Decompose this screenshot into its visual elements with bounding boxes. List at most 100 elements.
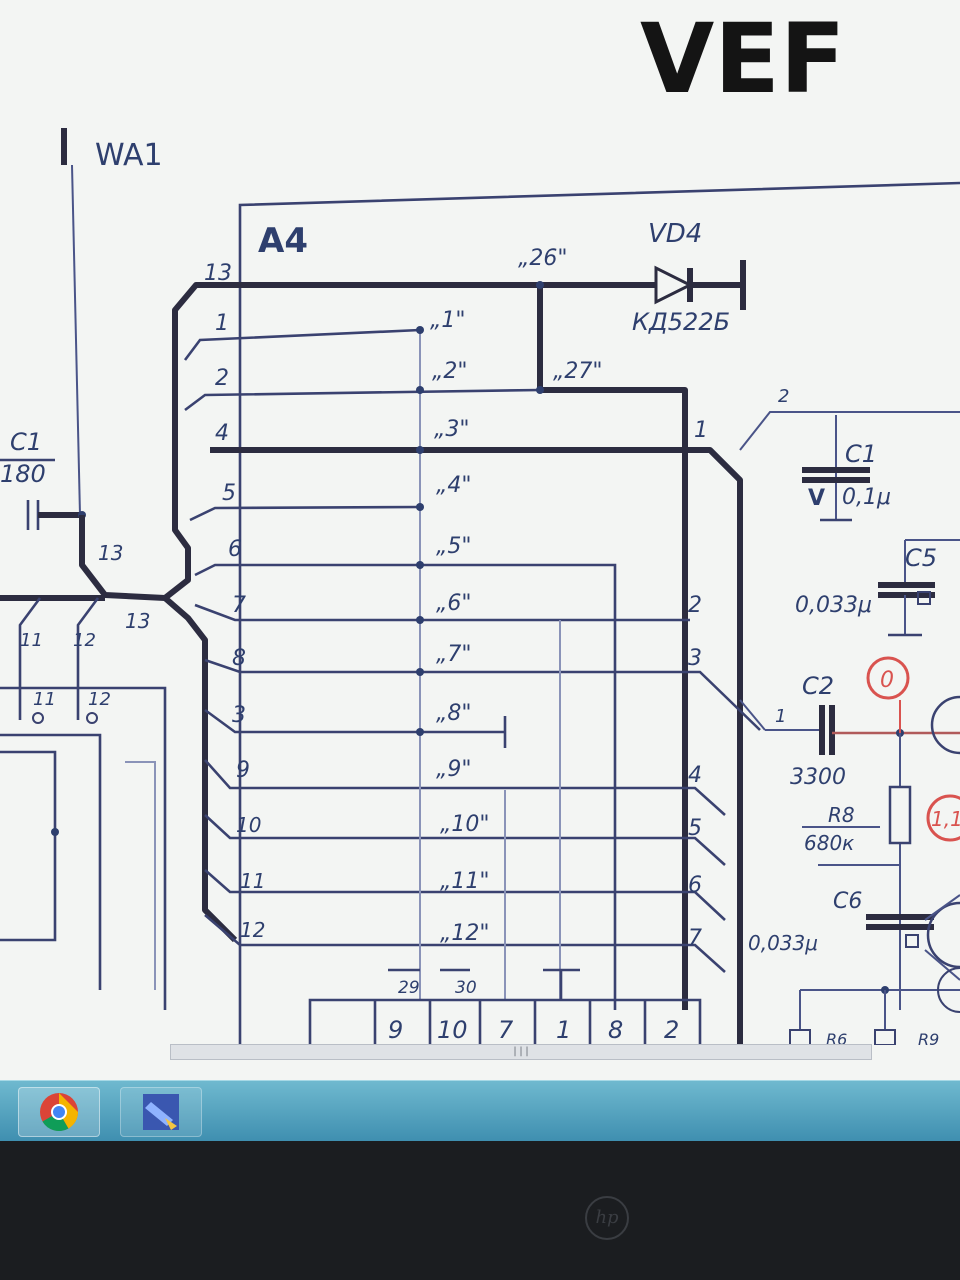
contact-nodes [416,281,544,736]
left-pin-labels: 13 1 2 4 5 6 7 8 3 9 10 11 12 [204,261,265,942]
jumper-top-label: „26" [518,246,568,271]
connector-pin: 7 [498,1016,514,1044]
chrome-icon [40,1093,79,1132]
pin-label: 3 [688,646,702,671]
pin-11b-label: 11 [33,689,56,710]
left-components: C1 180 13 13 11 12 11 12 [0,428,167,1010]
contact-label: „3" [434,417,470,442]
connector-pin: 2 [664,1016,679,1044]
marker-circle [926,794,960,842]
monitor-logo: hp [585,1196,629,1240]
marker-circle [866,656,910,700]
schematic-diagram: VEF WA1 A4 VD4 КД522Б „26" „27" [0,3,960,1045]
pin-row [184,388,541,412]
pin-row [204,658,761,731]
connector-outline [308,998,702,1045]
connector-pin: 8 [608,1016,623,1044]
c1-left-ref: C1 [10,428,42,456]
contact-label: „7" [436,642,472,667]
contact-node [416,386,424,394]
node-13-label: 13 [98,541,123,565]
diode-part: КД522Б [632,308,730,336]
taskbar-viewer-button[interactable] [120,1087,202,1137]
horizontal-scrollbar[interactable]: ||| [170,1044,872,1060]
pin-row [204,869,726,921]
block-label: A4 [258,221,308,261]
pin-rows [183,328,761,1010]
pin-label: 1 [215,311,229,336]
page-title: VEF [640,3,845,115]
pin-label: 6 [228,537,242,562]
taskbar [0,1080,960,1141]
contact-node [416,326,424,334]
pin-label: 5 [222,481,236,506]
right-pin-labels: 1 2 3 4 5 6 7 [688,418,708,951]
connector-label: 29 [398,978,420,998]
contact-node [416,503,424,511]
pin-label: 2 [688,593,702,618]
r8-ref: R8 [828,803,855,827]
c6-value: 0,033μ [748,931,818,955]
pin-label: 11 [240,869,265,893]
pin-label: 8 [232,646,246,671]
c1-polarity: V [808,486,825,511]
pin-label: 3 [232,703,246,728]
pin-label: 9 [236,758,250,783]
connector-pin: 10 [437,1016,468,1044]
node-13-label: 13 [125,609,150,633]
contact-labels: „1" „2" „3" „4" „5" „6" „7" „8" „9" „10"… [430,308,490,946]
contact-label: „10" [440,812,490,837]
pin-label: 12 [240,918,265,942]
harness-bundle [162,282,238,943]
pin-label: 7 [232,593,246,618]
pin-row [189,505,421,522]
diode-symbol [654,265,694,305]
diode-ref: VD4 [648,219,702,249]
taskbar-chrome-button[interactable] [18,1087,100,1137]
contact-node [536,386,544,394]
contact-label: „9" [436,757,472,782]
antenna-label: WA1 [95,138,163,173]
c5-value: 0,033μ [795,593,872,618]
contact-node [416,668,424,676]
contact-label: „1" [430,308,466,333]
pin-11-label: 11 [20,630,43,651]
pin-label: 10 [236,813,261,837]
c6-ref: C6 [833,889,862,914]
scrollbar-grip[interactable]: ||| [511,1046,531,1057]
pin-row [204,708,505,734]
pin-label: 4 [688,763,702,788]
contact-node [416,561,424,569]
contact-label: „8" [436,701,472,726]
pin-row [204,759,726,816]
connector-pin: 1 [556,1016,571,1044]
c2-value: 3300 [790,765,846,790]
pin-row [204,814,726,866]
contact-label: „4" [436,473,472,498]
jumper-mid-label: „27" [553,359,603,384]
contact-label: „6" [436,591,472,616]
pin-row [183,328,421,361]
r6-ref: R6 [826,1030,847,1045]
r9-ref: R9 [918,1030,939,1045]
bottom-connector: 29 30 9 10 7 1 8 2 [308,968,702,1045]
c5-ref: C5 [905,544,937,572]
bus-27-wire [540,387,688,1010]
node-pin1-label: 1 [775,706,786,727]
contact-node [536,281,544,289]
pin-label: 13 [204,261,232,286]
contact-label: „5" [436,534,472,559]
contact-label: „2" [432,359,468,384]
pin-12-label: 12 [73,630,96,651]
antenna-lead [71,164,81,516]
contact-node [416,728,424,736]
image-viewer-icon [143,1094,179,1130]
marker-0-label: 0 [880,668,894,693]
pin-label: 1 [694,418,708,443]
c1-ref: C1 [845,440,877,468]
screen: VEF WA1 A4 VD4 КД522Б „26" „27" [0,0,960,1080]
marker-1-label: 1,1 [931,807,960,831]
connector-label: 30 [455,978,477,998]
c2-ref: C2 [802,672,834,700]
pin4-bus [210,447,743,1045]
